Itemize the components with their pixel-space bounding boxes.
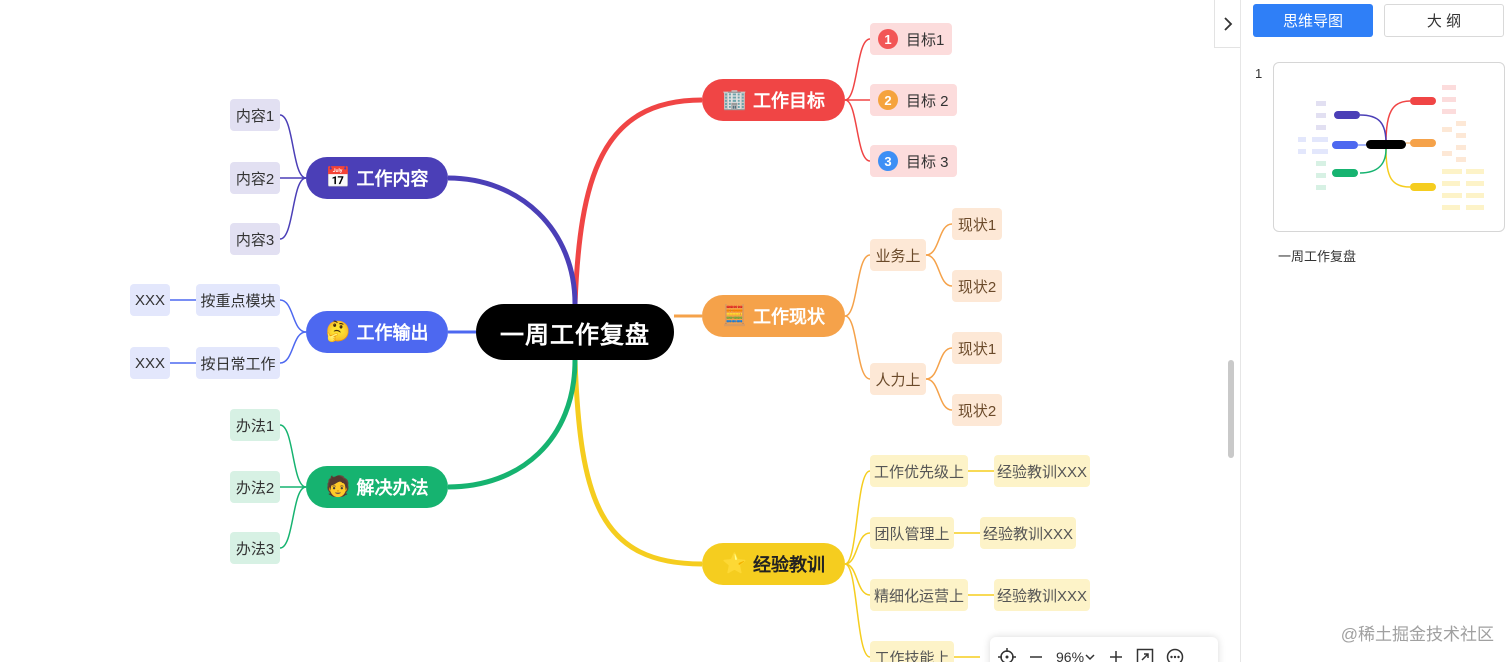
lesson-detail[interactable]: 经验教训XXX xyxy=(980,517,1076,549)
output-item[interactable]: 按日常工作 xyxy=(196,347,280,379)
branch-lessons[interactable]: ⭐ 经验教训 xyxy=(702,543,845,585)
goal-item[interactable]: 1 目标1 xyxy=(870,23,953,55)
goal-label: 目标 2 xyxy=(906,92,949,110)
people-icon: 🧑 xyxy=(325,476,351,498)
thumbnail-preview xyxy=(1298,85,1484,210)
fit-screen-icon[interactable] xyxy=(1136,648,1154,662)
collapse-panel-button[interactable] xyxy=(1214,0,1240,48)
branch-output-label: 工作输出 xyxy=(356,323,429,343)
branch-solutions[interactable]: 🧑 解决办法 xyxy=(306,466,448,508)
number-3-icon: 3 xyxy=(878,151,898,171)
thinking-person-icon: 🤔 xyxy=(325,321,351,343)
lesson-item[interactable]: 精细化运营上 xyxy=(870,579,968,611)
page-number: 1 xyxy=(1255,66,1263,81)
goal-item[interactable]: 3 目标 3 xyxy=(870,145,957,177)
status-detail[interactable]: 现状2 xyxy=(952,394,1002,426)
goal-label: 目标 3 xyxy=(906,153,949,171)
tab-outline[interactable]: 大 纲 xyxy=(1384,4,1504,37)
solution-item[interactable]: 办法1 xyxy=(230,409,280,441)
connector-lines xyxy=(170,38,994,658)
content-item[interactable]: 内容3 xyxy=(230,223,280,255)
status-item[interactable]: 人力上 xyxy=(870,363,926,395)
branch-content-label: 工作内容 xyxy=(356,169,429,189)
zoom-value: 96% xyxy=(1056,649,1085,662)
output-detail[interactable]: XXX xyxy=(130,347,170,379)
branch-lessons-label: 经验教训 xyxy=(752,555,825,575)
zoom-in-icon[interactable] xyxy=(1108,649,1124,662)
magnifier-building-icon: 🏢 xyxy=(722,89,747,111)
status-item[interactable]: 业务上 xyxy=(870,239,926,271)
number-2-icon: 2 xyxy=(878,90,898,110)
tab-mindmap[interactable]: 思维导图 xyxy=(1253,4,1373,37)
branch-goals[interactable]: 🏢 工作目标 xyxy=(702,79,845,121)
goal-label: 目标1 xyxy=(906,31,945,49)
chevron-right-icon xyxy=(1223,16,1232,31)
number-1-icon: 1 xyxy=(878,29,898,49)
branch-output[interactable]: 🤔 工作输出 xyxy=(306,311,448,353)
lesson-item[interactable]: 团队管理上 xyxy=(870,517,954,549)
mindmap-canvas[interactable]: 一周工作复盘 🏢 工作目标 🧮 工作现状 ⭐ 经验教训 📅 工作内容 🤔 工作输… xyxy=(0,0,1240,662)
thumbnail-title: 一周工作复盘 xyxy=(1278,249,1357,264)
lesson-item[interactable]: 工作优先级上 xyxy=(870,455,968,487)
lesson-detail[interactable]: 经验教训XXX xyxy=(994,455,1090,487)
status-detail[interactable]: 现状1 xyxy=(952,332,1002,364)
locate-icon[interactable] xyxy=(998,648,1016,662)
calculator-icon: 🧮 xyxy=(722,305,747,327)
zoom-level[interactable]: 96% xyxy=(1056,649,1096,662)
content-item[interactable]: 内容2 xyxy=(230,162,280,194)
content-item[interactable]: 内容1 xyxy=(230,99,280,131)
output-detail[interactable]: XXX xyxy=(130,284,170,316)
branch-status-label: 工作现状 xyxy=(752,307,825,327)
chevron-down-icon xyxy=(1085,654,1095,661)
branch-solutions-label: 解决办法 xyxy=(356,478,429,498)
vertical-scrollbar[interactable] xyxy=(1228,360,1234,458)
branch-status[interactable]: 🧮 工作现状 xyxy=(702,295,845,337)
root-node[interactable]: 一周工作复盘 xyxy=(476,304,674,360)
star-icon: ⭐ xyxy=(722,553,747,575)
lesson-item[interactable]: 工作技能上 xyxy=(870,641,954,662)
calendar-icon: 📅 xyxy=(325,167,351,189)
watermark: @稀土掘金技术社区 xyxy=(1340,625,1494,644)
solution-item[interactable]: 办法3 xyxy=(230,532,280,564)
output-item[interactable]: 按重点模块 xyxy=(196,284,280,316)
zoom-toolbar: 96% xyxy=(990,637,1218,662)
goal-item[interactable]: 2 目标 2 xyxy=(870,84,957,116)
right-sidebar: 思维导图 大 纲 1 一周工作复盘 xyxy=(1240,0,1512,662)
solution-item[interactable]: 办法2 xyxy=(230,471,280,503)
zoom-out-icon[interactable] xyxy=(1028,649,1044,662)
lesson-detail[interactable]: 经验教训XXX xyxy=(994,579,1090,611)
status-detail[interactable]: 现状1 xyxy=(952,208,1002,240)
branch-content[interactable]: 📅 工作内容 xyxy=(306,157,448,199)
more-icon[interactable] xyxy=(1166,648,1184,662)
branch-goals-label: 工作目标 xyxy=(752,91,825,111)
page-thumbnail[interactable] xyxy=(1273,62,1505,232)
status-detail[interactable]: 现状2 xyxy=(952,270,1002,302)
